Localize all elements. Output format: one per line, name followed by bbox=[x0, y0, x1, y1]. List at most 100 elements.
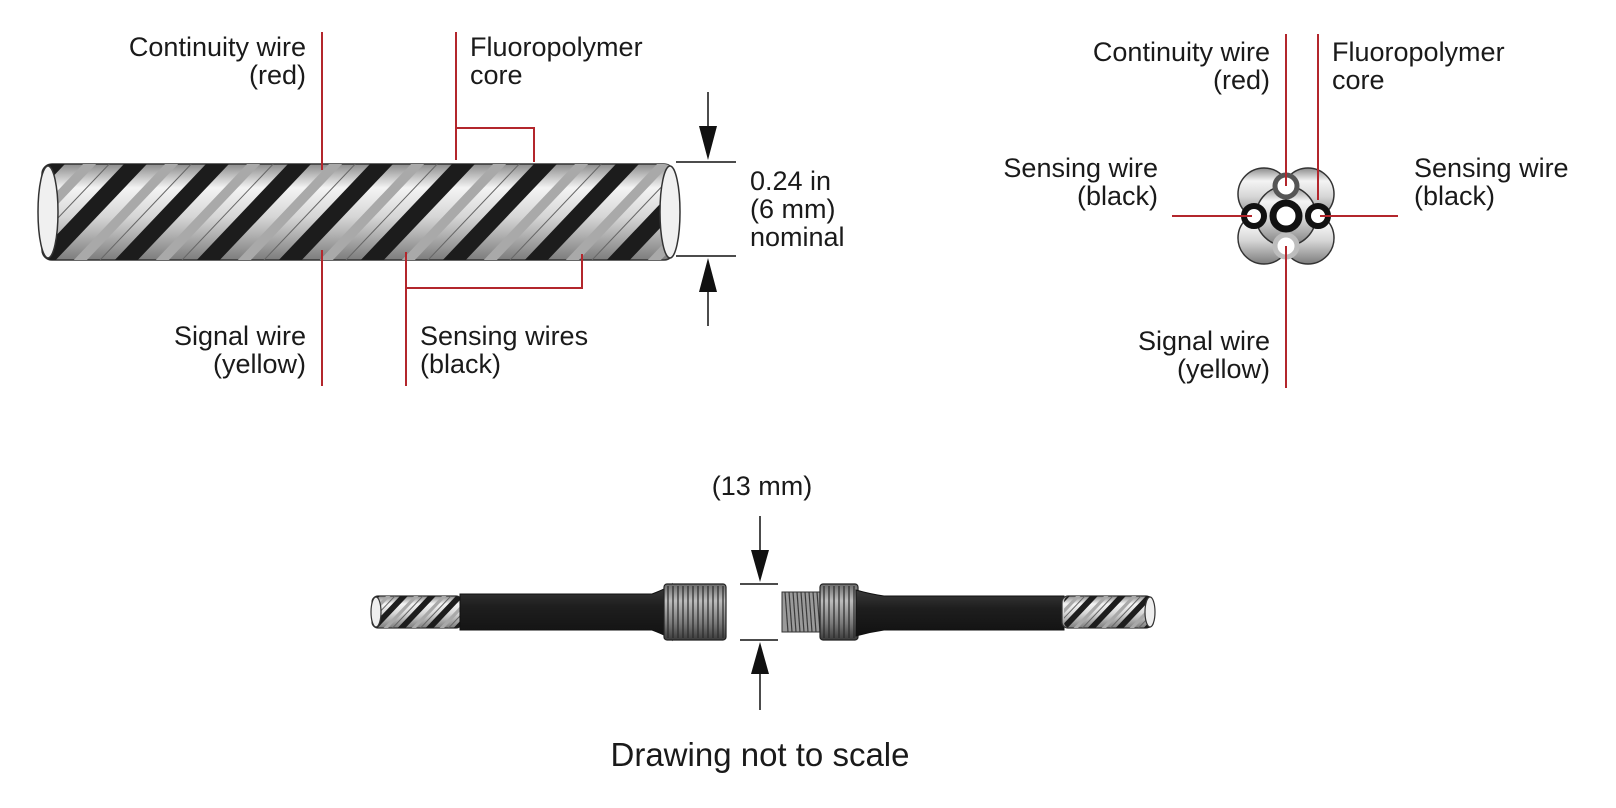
thread-ridge bbox=[792, 591, 797, 633]
helix-edge bbox=[42, 164, 110, 260]
helix-stripe-mid bbox=[1064, 596, 1081, 628]
helix-stripe bbox=[114, 164, 229, 260]
helix-edge bbox=[1195, 596, 1225, 628]
dimension-arrow-down-icon bbox=[699, 126, 717, 160]
xs-sensing-left-label-line1: Sensing wire bbox=[1003, 153, 1158, 183]
connector-assembly bbox=[314, 582, 1225, 642]
helix-edge bbox=[509, 164, 602, 260]
core-label-line2: core bbox=[470, 60, 523, 90]
diameter-label-line3: nominal bbox=[750, 222, 845, 252]
helix-stripe bbox=[196, 164, 311, 260]
xs-continuity-label-line1: Continuity wire bbox=[1093, 37, 1270, 67]
continuity-label-line2: (red) bbox=[249, 60, 306, 90]
helix-stripe bbox=[42, 164, 147, 260]
connector-dimension: (13 mm) bbox=[712, 471, 813, 710]
xs-sensing-left-label-line2: (black) bbox=[1077, 181, 1158, 211]
helix-edge bbox=[345, 164, 438, 260]
thread-ridge bbox=[808, 591, 813, 633]
helix-stripe bbox=[360, 164, 475, 260]
right-cable-tip-icon bbox=[1144, 596, 1156, 628]
helix-edge bbox=[420, 596, 452, 628]
diameter-label-line2: (6 mm) bbox=[750, 194, 835, 224]
thread-ridge bbox=[784, 591, 789, 633]
xs-signal-label-line1: Signal wire bbox=[1138, 326, 1270, 356]
helix-stripe-mid bbox=[1101, 596, 1137, 628]
signal-label-line2: (yellow) bbox=[213, 349, 306, 379]
helix-stripe bbox=[397, 596, 436, 628]
thread-ridge bbox=[812, 591, 817, 633]
continuity-label-line1: Continuity wire bbox=[129, 32, 306, 62]
thread-ridge bbox=[800, 591, 805, 633]
xs-core-label-line2: core bbox=[1332, 65, 1385, 95]
helix-stripe bbox=[1115, 596, 1154, 628]
thread-ridge bbox=[796, 591, 801, 633]
helix-stripe bbox=[278, 164, 393, 260]
helix-stripe bbox=[314, 596, 352, 628]
helix-edge bbox=[1064, 596, 1086, 628]
sensing-leader-bracket bbox=[405, 252, 583, 289]
xs-core-label-line1: Fluoropolymer bbox=[1332, 37, 1505, 67]
left-knurled-nut bbox=[663, 583, 727, 641]
helix-edge bbox=[448, 596, 462, 628]
helix-stripe-mid bbox=[155, 164, 261, 260]
helix-stripe-mid bbox=[328, 596, 363, 628]
helix-stripe bbox=[1087, 596, 1126, 628]
xs-sensing-right-label-line1: Sensing wire bbox=[1414, 153, 1569, 183]
helix-stripe bbox=[1064, 596, 1098, 628]
helix-stripe-mid bbox=[73, 164, 179, 260]
thread-ridge bbox=[788, 591, 793, 633]
helix-stripe-mid bbox=[565, 164, 671, 260]
connector-dimension-label: (13 mm) bbox=[712, 471, 813, 501]
helix-stripe-mid bbox=[401, 164, 507, 260]
core-icon bbox=[1269, 199, 1303, 233]
xs-continuity-label-line2: (red) bbox=[1213, 65, 1270, 95]
side-view-leaders bbox=[321, 32, 583, 386]
helix-edge bbox=[427, 164, 520, 260]
helix-edge bbox=[1110, 596, 1142, 628]
xs-signal-label-line2: (yellow) bbox=[1177, 354, 1270, 384]
helix-edge bbox=[392, 596, 424, 628]
footnote: Drawing not to scale bbox=[611, 736, 910, 773]
helix-edge bbox=[99, 164, 192, 260]
diameter-dimension: 0.24 in (6 mm) nominal bbox=[676, 92, 845, 326]
helix-edge bbox=[0, 164, 27, 260]
helix-stripe bbox=[442, 164, 557, 260]
core-label-line1: Fluoropolymer bbox=[470, 32, 643, 62]
helix-stripe-mid bbox=[0, 164, 14, 260]
helix-stripe bbox=[425, 596, 462, 628]
signal-label-line1: Signal wire bbox=[174, 321, 306, 351]
cross-section-leaders bbox=[1172, 34, 1398, 388]
helix-stripe-mid bbox=[411, 596, 447, 628]
helix-edge bbox=[1167, 596, 1197, 628]
cross-section-view bbox=[1237, 167, 1335, 265]
helix-stripe-mid bbox=[439, 596, 462, 628]
side-view-cable bbox=[0, 163, 681, 261]
helix-edge bbox=[337, 596, 367, 628]
thread-ridge bbox=[804, 591, 809, 633]
dimension-arrow-up-icon bbox=[699, 258, 717, 292]
helix-stripe-mid bbox=[1158, 596, 1193, 628]
helix-stripe-mid bbox=[1186, 596, 1221, 628]
cross-section-labels: Continuity wire (red) Fluoropolymer core… bbox=[1003, 37, 1568, 384]
connector-arrow-up-icon bbox=[751, 642, 769, 674]
sensing-label-line2: (black) bbox=[420, 349, 501, 379]
sensing-label-line1: Sensing wires bbox=[420, 321, 588, 351]
helix-edge bbox=[1082, 596, 1114, 628]
left-jacket bbox=[459, 582, 673, 642]
cable-left-end-icon bbox=[37, 165, 59, 259]
helix-stripe-mid bbox=[483, 164, 589, 260]
connector-arrow-down-icon bbox=[751, 550, 769, 582]
core-leader-bracket bbox=[455, 127, 535, 162]
left-cable-tip-icon bbox=[370, 596, 382, 628]
helix-stripe bbox=[1172, 596, 1210, 628]
helix-stripe-mid bbox=[319, 164, 425, 260]
diameter-label-line1: 0.24 in bbox=[750, 166, 831, 196]
helix-stripe-mid bbox=[237, 164, 343, 260]
helix-edge bbox=[181, 164, 274, 260]
right-jacket bbox=[855, 589, 1065, 637]
cable-right-end-icon bbox=[659, 165, 681, 259]
helix-stripe-mid bbox=[1073, 596, 1109, 628]
side-view-labels: Continuity wire (red) Fluoropolymer core… bbox=[129, 32, 643, 379]
helix-stripe bbox=[524, 164, 639, 260]
